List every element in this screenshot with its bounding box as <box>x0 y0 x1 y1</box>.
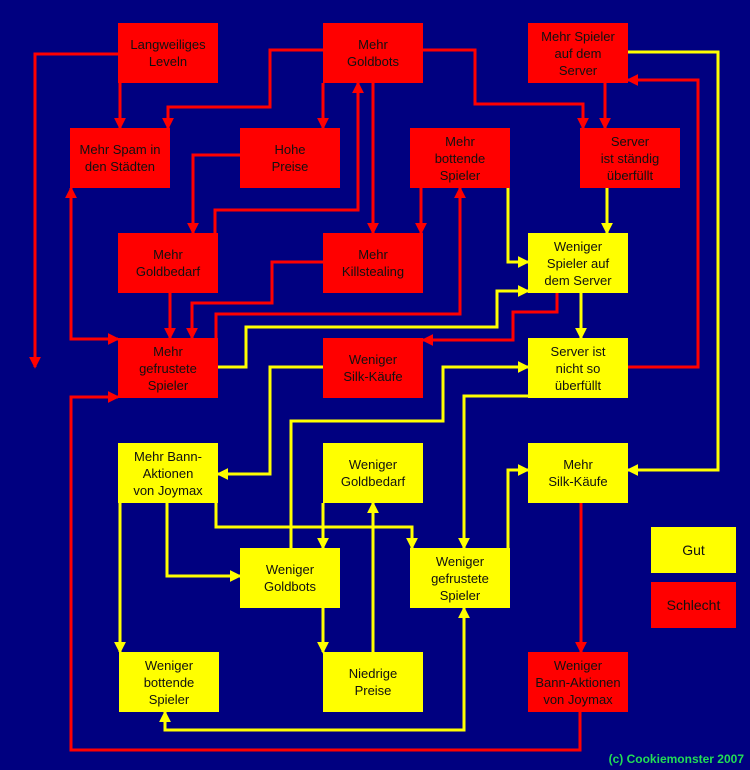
arrow-connector <box>162 48 323 130</box>
arrow-connector <box>216 365 323 480</box>
arrow-connector <box>289 361 530 548</box>
node-mehr-gefrustete: Mehr gefrustete Spieler <box>118 338 218 398</box>
arrow-connector <box>186 260 323 340</box>
arrow-connector <box>214 186 466 338</box>
node-mehr-bann: Mehr Bann- Aktionen von Joymax <box>118 443 218 503</box>
node-mehr-spam: Mehr Spam in den Städten <box>70 128 170 188</box>
node-mehr-bottende: Mehr bottende Spieler <box>410 128 510 188</box>
node-mehr-killstealing: Mehr Killstealing <box>323 233 423 293</box>
node-mehr-goldbedarf: Mehr Goldbedarf <box>118 233 218 293</box>
legend-bad: Schlecht <box>651 582 736 628</box>
node-hohe-preise: Hohe Preise <box>240 128 340 188</box>
arrow-connector <box>165 503 242 582</box>
arrow-connector <box>423 48 589 130</box>
node-niedrige-preise: Niedrige Preise <box>323 652 423 712</box>
arrow-connector <box>458 394 528 550</box>
copyright-text: (c) Cookiemonster 2007 <box>608 752 744 766</box>
arrow-connector <box>187 153 240 235</box>
arrow-connector <box>214 503 418 550</box>
node-weniger-bann: Weniger Bann-Aktionen von Joymax <box>528 652 628 712</box>
node-langweiliges-leveln: Langweiliges Leveln <box>118 23 218 83</box>
arrow-connector <box>626 74 700 369</box>
arrow-connector <box>506 464 530 548</box>
arrow-connector <box>65 186 120 345</box>
arrow-connector <box>213 81 364 233</box>
arrow-connector <box>626 50 720 476</box>
node-mehr-goldbots: Mehr Goldbots <box>323 23 423 83</box>
node-weniger-goldbedarf: Weniger Goldbedarf <box>323 443 423 503</box>
arrow-connector <box>218 285 530 369</box>
node-weniger-gefrustete: Weniger gefrustete Spieler <box>410 548 510 608</box>
legend-good: Gut <box>651 527 736 573</box>
arrow-connector <box>29 52 118 369</box>
node-weniger-goldbots: Weniger Goldbots <box>240 548 340 608</box>
node-mehr-silk: Mehr Silk-Käufe <box>528 443 628 503</box>
node-server-ueberfuellt: Server ist ständig überfüllt <box>580 128 680 188</box>
arrow-connector <box>421 293 559 346</box>
node-weniger-silk: Weniger Silk-Käufe <box>323 338 423 398</box>
arrow-connector <box>69 391 582 752</box>
node-weniger-bottende: Weniger bottende Spieler <box>119 652 219 712</box>
node-mehr-spieler-server: Mehr Spieler auf dem Server <box>528 23 628 83</box>
arrow-connector <box>159 606 470 732</box>
node-weniger-spieler-server: Weniger Spieler auf dem Server <box>528 233 628 293</box>
node-server-nicht-ueberfuellt: Server ist nicht so überfüllt <box>528 338 628 398</box>
arrow-connector <box>506 188 530 268</box>
